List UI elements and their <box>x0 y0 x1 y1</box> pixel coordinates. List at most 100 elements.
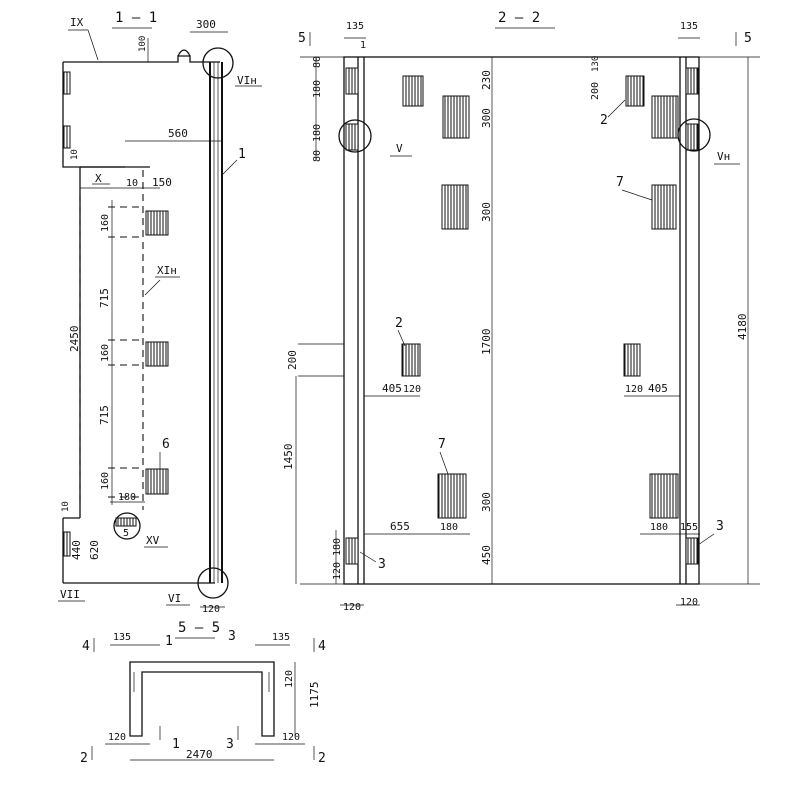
svg-text:135: 135 <box>113 632 131 643</box>
cut-label-IX: IX <box>70 16 84 29</box>
svg-text:300: 300 <box>480 492 493 512</box>
svg-text:10: 10 <box>70 149 80 160</box>
block-2-right <box>623 343 641 377</box>
block-7-right-low <box>649 473 679 519</box>
svg-text:120: 120 <box>680 597 698 608</box>
dim-1450: 1450 <box>282 444 295 471</box>
cut-mark-2-left: 2 <box>80 751 88 766</box>
svg-text:80: 80 <box>312 150 323 162</box>
callout-2-right: 2 <box>600 113 608 128</box>
cut-mark-5-right: 5 <box>744 31 752 46</box>
cut-label-Vn: Vн <box>717 150 730 163</box>
block-6-bottom <box>145 468 169 495</box>
svg-text:1175: 1175 <box>308 682 321 709</box>
svg-text:1: 1 <box>165 634 173 649</box>
svg-text:120: 120 <box>202 604 220 615</box>
svg-text:120: 120 <box>284 670 295 688</box>
svg-text:10: 10 <box>126 178 138 189</box>
cut-mark-2-right: 2 <box>318 751 326 766</box>
svg-text:160: 160 <box>100 214 111 232</box>
section-5-5: 5 – 5 135 135 120 1175 120 2470 120 4 4 … <box>80 620 326 766</box>
svg-text:120: 120 <box>332 562 343 580</box>
svg-text:180: 180 <box>312 124 323 142</box>
callout-7-left: 7 <box>438 437 446 452</box>
callout-2-left: 2 <box>395 316 403 331</box>
detail-circle-XV <box>113 512 141 540</box>
svg-text:130: 130 <box>591 56 601 72</box>
detail-circle-V <box>338 119 372 153</box>
cut-mark-4-right: 4 <box>318 639 326 654</box>
svg-text:440: 440 <box>70 540 83 560</box>
svg-text:120: 120 <box>625 384 643 395</box>
block-2-upper-right <box>625 75 645 107</box>
svg-text:135: 135 <box>272 632 290 643</box>
svg-text:715: 715 <box>98 288 111 308</box>
cut-label-VII: VII <box>60 588 80 601</box>
cut-label-VI: VI <box>168 592 181 605</box>
svg-text:100: 100 <box>138 36 148 52</box>
section-5-5-title: 5 – 5 <box>178 620 220 636</box>
section-1-1: 1 – 1 <box>58 10 262 615</box>
cut-mark-4-left: 4 <box>82 639 90 654</box>
section-1-1-title: 1 – 1 <box>115 10 157 26</box>
svg-text:180: 180 <box>332 538 343 556</box>
svg-text:180: 180 <box>440 522 458 533</box>
callout-3-left: 3 <box>378 557 386 572</box>
svg-text:10: 10 <box>61 501 71 512</box>
dim-560: 560 <box>168 127 188 140</box>
svg-text:180: 180 <box>118 492 136 503</box>
callout-3-right: 3 <box>716 519 724 534</box>
svg-text:655: 655 <box>390 520 410 533</box>
svg-text:120: 120 <box>108 732 126 743</box>
cut-label-XIn: XIн <box>157 264 177 277</box>
cut-label-VIn: VIн <box>237 74 257 87</box>
section-2-2: 2 – 2 230 <box>282 10 760 613</box>
cut-label-XV: XV <box>146 534 160 547</box>
detail-circle-Vn <box>677 118 711 152</box>
block-6-top <box>145 210 169 236</box>
svg-text:80: 80 <box>312 56 323 68</box>
svg-text:3: 3 <box>228 629 236 644</box>
svg-text:405: 405 <box>648 382 668 395</box>
block-6-mid <box>145 341 169 367</box>
dim-300: 300 <box>196 18 216 31</box>
cut-mark-1: 1 <box>172 737 180 752</box>
svg-text:160: 160 <box>100 472 111 490</box>
svg-text:120: 120 <box>282 732 300 743</box>
svg-text:200: 200 <box>286 350 299 370</box>
svg-text:160: 160 <box>100 344 111 362</box>
callout-7-right: 7 <box>616 175 624 190</box>
svg-text:120: 120 <box>403 384 421 395</box>
cut-label-V: V <box>396 142 403 155</box>
svg-text:230: 230 <box>480 70 493 90</box>
dim-4180: 4180 <box>736 314 749 341</box>
block-upper-center-left <box>442 95 470 139</box>
detail-circle-VIn <box>202 47 234 79</box>
cut-mark-3: 3 <box>226 737 234 752</box>
svg-text:120: 120 <box>343 602 361 613</box>
callout-5: 5 <box>123 528 129 539</box>
block-2-left <box>401 343 421 377</box>
block-upper-center-right <box>651 95 679 139</box>
dim-2470: 2470 <box>186 748 213 761</box>
svg-text:405: 405 <box>382 382 402 395</box>
cut-label-X: X <box>95 172 102 185</box>
svg-text:180: 180 <box>650 522 668 533</box>
svg-text:1: 1 <box>360 40 366 51</box>
svg-text:180: 180 <box>312 80 323 98</box>
svg-text:200: 200 <box>590 82 601 100</box>
section-2-2-title: 2 – 2 <box>498 10 540 26</box>
svg-text:135: 135 <box>680 21 698 32</box>
svg-text:155: 155 <box>680 522 698 533</box>
block-2-upper-left <box>402 75 424 107</box>
callout-6: 6 <box>162 437 170 452</box>
block-7-right-mid <box>651 184 677 230</box>
block-7-left-mid <box>441 184 469 230</box>
dim-2450: 2450 <box>68 326 81 353</box>
svg-text:620: 620 <box>88 540 101 560</box>
svg-text:300: 300 <box>480 108 493 128</box>
cut-mark-5-left: 5 <box>298 31 306 46</box>
svg-text:450: 450 <box>480 545 493 565</box>
svg-text:300: 300 <box>480 202 493 222</box>
block-7-left-low <box>437 473 467 519</box>
